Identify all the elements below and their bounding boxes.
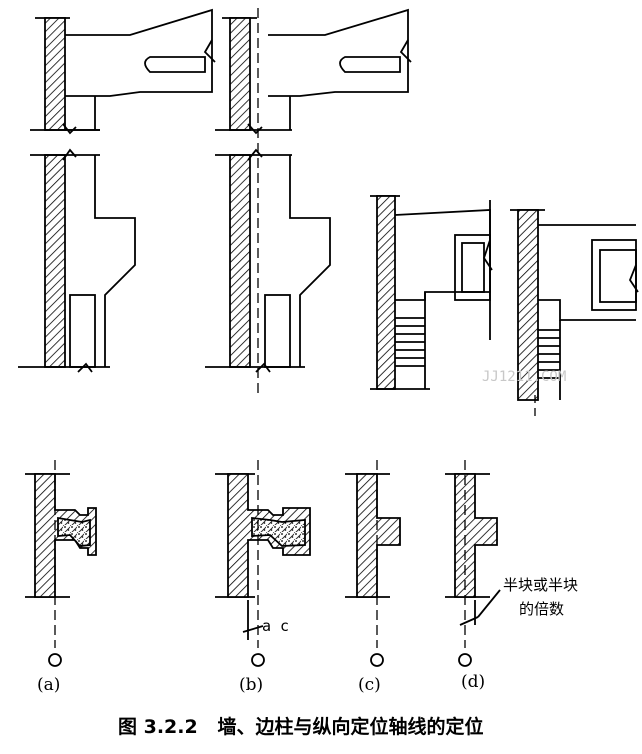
dimension-ac-label: a c (262, 617, 289, 635)
elevation-a (18, 8, 216, 373)
elevation-c (370, 195, 493, 390)
figure-caption: 图 3.2.2 墙、边柱与纵向定位轴线的定位 (118, 715, 484, 738)
note-line-2: 的倍数 (519, 600, 564, 618)
note-line-1: 半块或半块 (503, 576, 578, 594)
plan-c (345, 460, 401, 667)
watermark: JJ1211.COM (482, 369, 566, 385)
label-d: (d) (461, 672, 485, 692)
plan-b (215, 460, 311, 667)
elevation-d (510, 209, 639, 420)
elevation-b (205, 8, 412, 395)
plan-a (25, 460, 97, 667)
plan-d (445, 460, 501, 667)
label-c: (c) (358, 675, 381, 695)
label-b: (b) (239, 675, 263, 695)
label-a: (a) (37, 675, 60, 695)
